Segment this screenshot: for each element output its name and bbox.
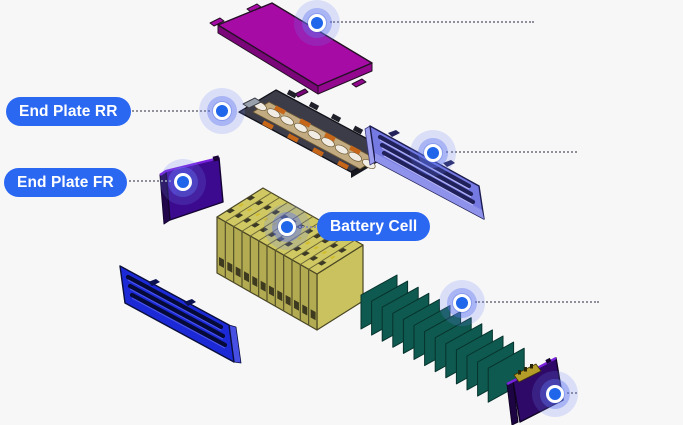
cell-terminal <box>284 241 294 247</box>
part-side-plate-left <box>119 265 242 364</box>
cell-front-mark <box>260 280 266 292</box>
cell-top-separator <box>308 239 355 270</box>
busbar-slot <box>294 122 308 133</box>
cell-terminal <box>259 227 269 233</box>
part-side-plate-bottom <box>506 356 564 425</box>
label-battery-cell[interactable]: Battery Cell <box>317 212 431 241</box>
hotspot-marker[interactable] <box>294 0 340 46</box>
busbar-accent <box>299 118 311 128</box>
label-end-plate-rr[interactable]: End Plate RR <box>6 97 131 126</box>
busbar-slot <box>280 115 294 126</box>
cell-terminal <box>276 236 285 242</box>
cell-terminal <box>301 251 310 257</box>
cell-front-mark <box>302 304 308 316</box>
cell-terminal <box>304 228 314 234</box>
cell-vent-gold <box>321 250 328 255</box>
hotspot-marker[interactable] <box>264 204 310 250</box>
busbar-accent <box>262 120 274 130</box>
cell-terminal <box>338 247 347 253</box>
cell-terminal <box>254 200 264 206</box>
marker-dot-icon <box>174 173 192 191</box>
cell-terminal <box>243 217 252 223</box>
busbar-accent <box>312 147 324 157</box>
busbar-component <box>330 113 342 123</box>
cell-front-mark <box>277 290 283 302</box>
cell-front-mark <box>293 299 299 311</box>
cell-terminal <box>317 260 327 266</box>
marker-dot-icon <box>308 14 326 32</box>
busbar-accent <box>274 105 286 115</box>
cell-vent-gold <box>271 222 278 226</box>
cell-vent-gold <box>296 236 303 240</box>
busbar-accent <box>337 160 349 170</box>
busbar-accent <box>349 145 361 155</box>
cell-top-separator <box>250 206 297 237</box>
cell-front-mark <box>227 261 233 273</box>
busbar-accent <box>287 133 299 143</box>
cell-terminal <box>263 205 272 211</box>
leader-line <box>567 392 577 394</box>
marker-dot-icon <box>213 102 231 120</box>
cell-terminal <box>246 195 256 201</box>
cell-front-mark <box>268 285 274 297</box>
part-top-cover-assy <box>209 2 373 98</box>
cell-top-separator <box>233 197 280 227</box>
cell-vent-gold <box>263 217 269 221</box>
cell-vent-gold <box>255 212 261 217</box>
leader-line <box>330 21 534 23</box>
leader-line <box>446 151 577 153</box>
cell-front-mark <box>310 309 316 321</box>
marker-dot-icon <box>546 385 564 403</box>
cell-front-mark <box>285 295 291 306</box>
hotspot-marker[interactable] <box>410 130 456 176</box>
cell-vent-gold <box>305 241 311 245</box>
hotspot-marker[interactable] <box>199 88 245 134</box>
cell-terminal <box>271 209 281 215</box>
busbar-accent <box>324 132 336 142</box>
leader-line <box>299 226 316 228</box>
cell-terminal <box>268 232 277 238</box>
cell-front-mark <box>235 266 241 278</box>
busbar-connector <box>242 97 262 109</box>
cell-terminal <box>226 208 235 214</box>
cell-front-mark <box>252 276 258 287</box>
cell-terminal <box>234 213 244 219</box>
marker-dot-icon <box>278 218 296 236</box>
busbar-component <box>286 89 298 99</box>
label-end-plate-fr[interactable]: End Plate FR <box>4 168 127 197</box>
leader-line <box>127 110 210 112</box>
leader-line <box>124 180 171 182</box>
cell-vent-gold <box>313 246 319 250</box>
busbar-component <box>352 125 364 135</box>
cell-terminal <box>329 243 339 249</box>
cell-front-mark <box>219 257 224 268</box>
busbar-slot <box>307 130 322 140</box>
plate-gold-connector <box>513 363 542 383</box>
hotspot-marker[interactable] <box>532 371 578 417</box>
hotspot-marker[interactable] <box>160 159 206 205</box>
cell-vent-gold <box>238 203 244 207</box>
cell-front-mark <box>243 271 249 283</box>
busbar-component <box>308 101 320 111</box>
cell-terminal <box>251 222 260 228</box>
part-battery-cell-stack <box>216 187 364 331</box>
cell-terminal <box>309 255 319 261</box>
part-side-plate-right <box>364 125 485 220</box>
cell-top-separator <box>241 201 289 232</box>
busbar-slot <box>334 144 349 155</box>
cell-top-separator <box>225 192 272 223</box>
cell-vent-gold <box>330 255 336 259</box>
marker-dot-icon <box>453 294 471 312</box>
part-pu-pad <box>360 274 525 403</box>
marker-dot-icon <box>424 144 442 162</box>
cell-vent-gold <box>246 208 253 212</box>
leader-line <box>475 301 599 303</box>
hotspot-marker[interactable] <box>439 280 485 326</box>
cell-terminal <box>293 246 302 252</box>
